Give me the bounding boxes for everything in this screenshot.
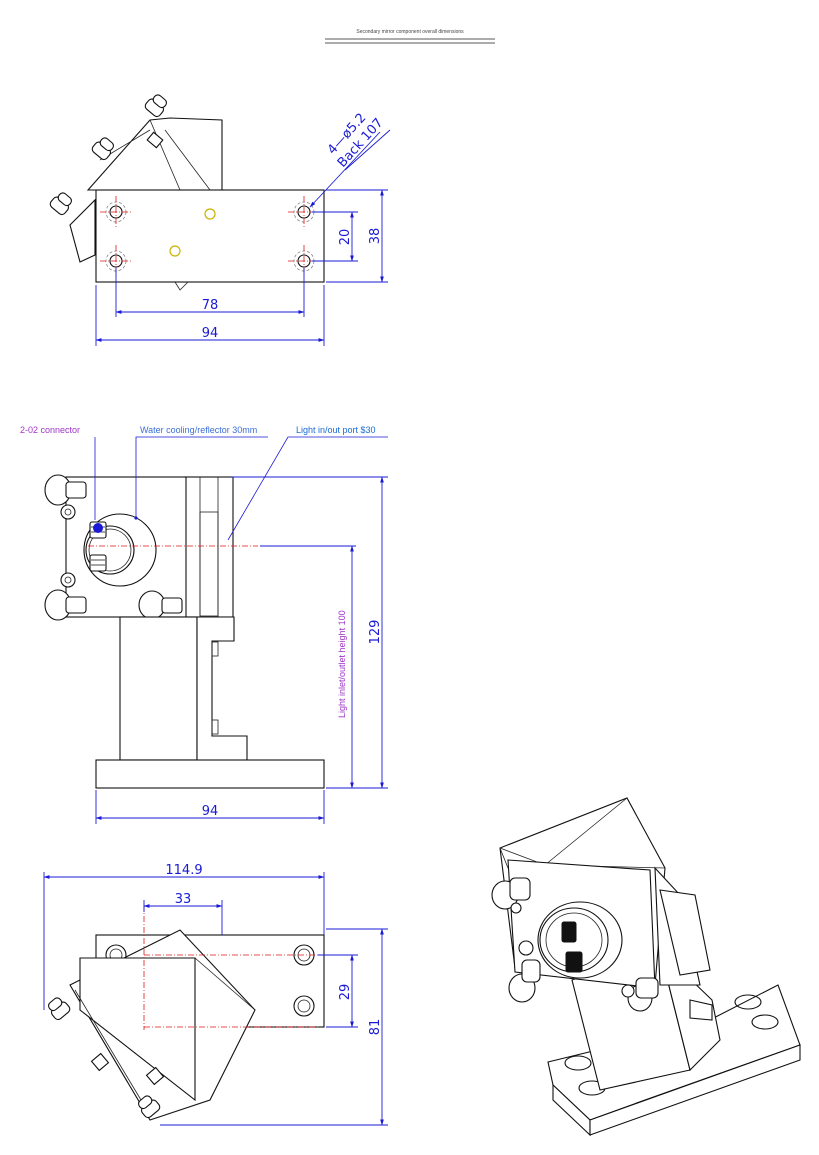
dim-129: 129: [368, 620, 383, 645]
dim-94-top: 94: [202, 326, 219, 341]
dim-94-front: 94: [202, 804, 219, 819]
adjust-knob-icon: [48, 189, 76, 217]
label-height: Light inlet/outlet height 100: [337, 610, 347, 718]
dim-114-9: 114.9: [165, 863, 202, 878]
base-plate: [95, 189, 325, 283]
adjust-knob-icon: [44, 994, 72, 1022]
iso-knobs: [491, 877, 659, 1012]
iso-screw-icon: [561, 921, 583, 973]
label-port: Light in/out port $30: [296, 425, 376, 435]
dim-78: 78: [202, 298, 219, 313]
support-column: [119, 616, 198, 761]
side-block: [184, 476, 234, 618]
label-connector: 2-02 connector: [20, 425, 80, 435]
label-cooling: Water cooling/reflector 30mm: [140, 425, 257, 435]
front-dimensions: 129 94: [95, 476, 388, 824]
adjust-knob-icon: [90, 134, 118, 162]
bottom-dimensions: 114.9 33 29 81: [43, 863, 388, 1126]
dim-20: 20: [338, 229, 353, 246]
isometric-view: [491, 797, 801, 1137]
dim-33: 33: [175, 892, 192, 907]
dim-29: 29: [338, 984, 353, 1001]
dim-38: 38: [368, 228, 383, 245]
front-base: [95, 759, 325, 789]
front-knobs: [44, 474, 183, 621]
drawing-title: Secondary mirror component overall dimen…: [325, 29, 495, 44]
front-view: 2-02 connector Water cooling/reflector 3…: [20, 425, 388, 824]
bottom-view: 114.9 33 29 81: [43, 863, 388, 1126]
title-text: Secondary mirror component overall dimen…: [356, 29, 464, 35]
mirror-ring: [83, 513, 157, 587]
top-view: 78 94 20 38 4—ø5.2 Back 107: [48, 91, 391, 346]
dim-81: 81: [368, 1019, 383, 1036]
adjust-knob-icon: [143, 91, 171, 119]
